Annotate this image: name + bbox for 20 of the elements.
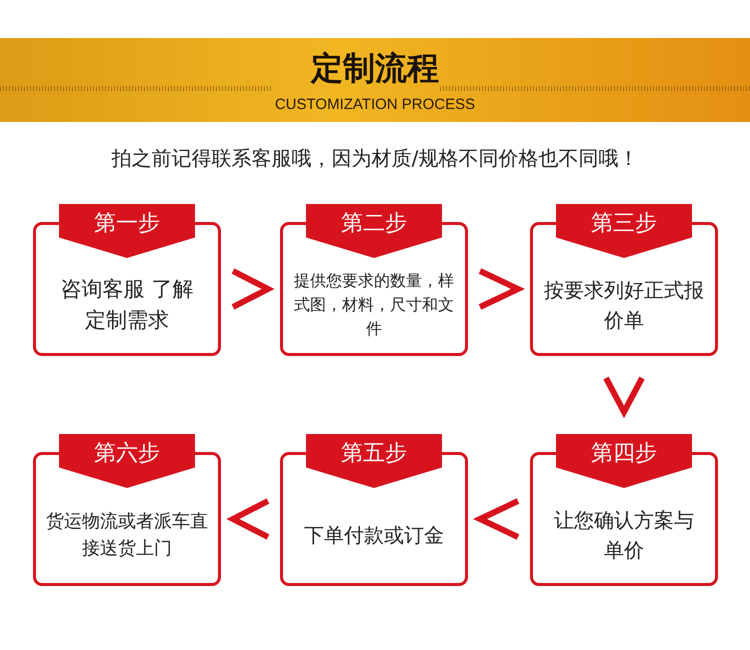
step-description: 咨询客服 了解定制需求: [60, 276, 194, 334]
step-description: 让您确认方案与单价: [553, 507, 695, 564]
chevron-arrow: [232, 268, 275, 310]
chevron-arrow: [478, 268, 525, 310]
step-tab: 第六步: [59, 434, 195, 488]
subtitle: CUSTOMIZATION PROCESS: [274, 95, 476, 115]
step-description: 提供您要求的数量，样式图，材料，尺寸和文件: [293, 270, 455, 340]
chevron-arrow: [473, 498, 520, 540]
step-tab: 第四步: [556, 434, 692, 488]
chevron-arrow: [603, 376, 645, 418]
step-tab: 第五步: [306, 434, 442, 488]
note-text: 拍之前记得联系客服哦，因为材质/规格不同价格也不同哦！: [110, 145, 640, 172]
step-tab: 第三步: [556, 204, 692, 258]
title: 定制流程: [310, 48, 440, 88]
step-description: 按要求列好正式报价单: [543, 277, 705, 334]
chevron-arrow: [226, 498, 270, 540]
step-description: 货运物流或者派车直接送货上门: [45, 510, 209, 561]
step-tab: 第二步: [306, 204, 442, 258]
step-tab: 第一步: [59, 204, 195, 258]
step-description: 下单付款或订金: [304, 522, 444, 549]
